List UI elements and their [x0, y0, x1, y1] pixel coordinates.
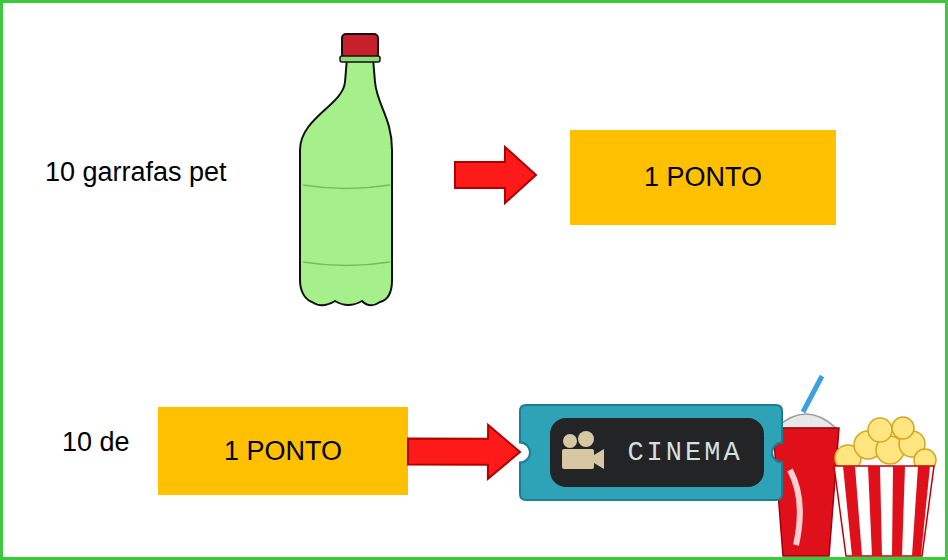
cup-lid: [776, 414, 836, 428]
straw: [803, 376, 822, 412]
box-stripe: [868, 466, 882, 556]
popcorn-puffs: [835, 417, 936, 471]
block-arrow: [408, 425, 520, 479]
points-box: 1 PONTO: [570, 130, 836, 225]
pet-bottle: [300, 34, 392, 305]
camera-icon: [562, 431, 604, 469]
camera-body: [562, 449, 594, 469]
bottle-body: [300, 58, 392, 305]
ticket-body: [520, 405, 782, 500]
quantity-label: 10 de: [62, 427, 130, 458]
points-text: 1 PONTO: [644, 162, 762, 193]
camera-reel: [578, 431, 594, 447]
connector-layer: [3, 3, 945, 557]
popcorn-puff: [868, 418, 892, 442]
box-stripes: [843, 466, 930, 556]
block-arrow: [455, 147, 536, 203]
quantity-label: 10 garrafas pet: [45, 157, 227, 188]
illustration-layer: [3, 3, 945, 557]
bottle-cap: [342, 34, 378, 58]
points-box: 1 PONTO: [158, 407, 408, 495]
ticket-panel: [550, 418, 764, 487]
box-body: [834, 466, 934, 556]
popcorn-puff: [892, 417, 914, 439]
cinema-ticket: CINEMA: [520, 405, 782, 500]
box-stripe: [892, 466, 905, 556]
box-stripe: [843, 466, 862, 556]
camera-reel: [563, 434, 577, 448]
box-stripe: [912, 466, 930, 556]
popcorn-box: [834, 417, 936, 556]
camera-lens: [594, 449, 604, 469]
bottle-ridge: [303, 185, 390, 266]
cup-stripe: [790, 470, 800, 545]
points-text: 1 PONTO: [224, 436, 342, 467]
ticket-title: CINEMA: [608, 438, 762, 468]
bottle-ring: [340, 56, 380, 62]
